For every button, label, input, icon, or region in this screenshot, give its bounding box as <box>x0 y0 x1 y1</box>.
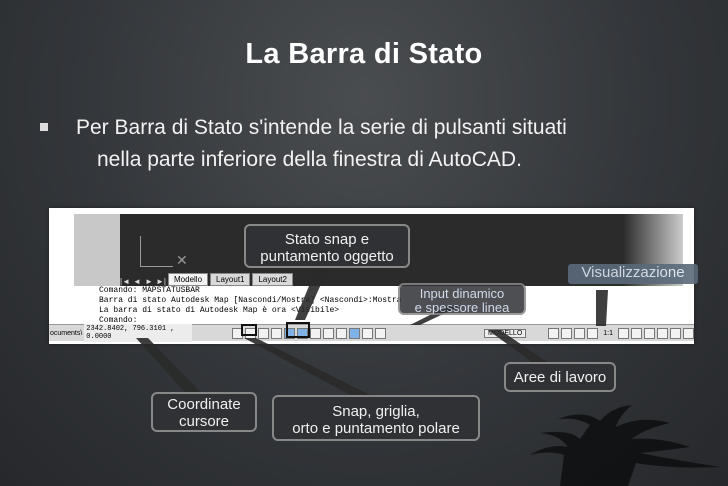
callout-snap-line2: puntamento oggetto <box>260 248 394 265</box>
callout-coords: Coordinate cursore <box>151 392 257 432</box>
callout-grid-line2: orto e puntamento polare <box>292 420 460 437</box>
callout-input-line1: Input dinamico <box>419 286 505 301</box>
bullet-square-icon <box>40 123 48 131</box>
quick-properties-icon[interactable] <box>375 327 387 339</box>
arrow-view <box>596 290 608 326</box>
quick-view-layouts-icon[interactable] <box>548 327 560 339</box>
statusbar-path: ocuments\ <box>50 329 83 337</box>
callout-grid: Snap, griglia, orto e puntamento polare <box>272 395 480 441</box>
callout-snap: Stato snap e puntamento oggetto <box>244 224 410 268</box>
arrow-grid <box>244 338 372 396</box>
grid-highlight-box <box>241 324 257 336</box>
callout-grid-line1: Snap, griglia, <box>332 403 420 420</box>
lock-icon[interactable] <box>644 327 655 339</box>
tab-nav-last[interactable]: ►| <box>156 277 166 286</box>
ucs-x-marker: ✕ <box>176 252 188 268</box>
lineweight-icon[interactable] <box>349 327 361 339</box>
clean-screen-icon[interactable] <box>683 327 694 339</box>
callout-coords-line2: cursore <box>178 413 230 430</box>
command-window[interactable]: Comando: MAPSTATUSBAR Barra di stato Aut… <box>97 286 687 326</box>
workspace-switching-icon[interactable] <box>631 327 642 339</box>
callout-work: Aree di lavoro <box>504 362 616 392</box>
callout-view: Visualizzazione <box>568 264 698 284</box>
tab-nav-first[interactable]: |◄ <box>120 277 130 286</box>
ucs-icon <box>140 236 173 267</box>
annotation-visibility-icon[interactable] <box>618 327 629 339</box>
annotation-scale[interactable]: 1:1 <box>603 329 613 337</box>
layout-tabs: |◄ ◄ ► ►| Modello Layout1 Layout2 <box>120 266 293 286</box>
tab-modello[interactable]: Modello <box>168 273 209 286</box>
tab-nav-next[interactable]: ► <box>145 277 153 286</box>
bullet-text: Per Barra di Stato s'intende la serie di… <box>76 112 696 176</box>
arrow-work <box>488 330 556 368</box>
view-buttons: 1:1 <box>548 327 694 339</box>
pan-icon[interactable] <box>574 327 586 339</box>
callout-coords-line1: Coordinate <box>167 396 241 413</box>
slide-title: La Barra di Stato <box>245 38 483 70</box>
command-line-2: Barra di stato Autodesk Map [Nascondi/Mo… <box>99 296 402 305</box>
dyn-input-icon[interactable] <box>336 327 348 339</box>
cursor-coordinates[interactable]: 2342.8402, 796.3101 , 0.0000 <box>84 324 193 342</box>
tab-nav-prev[interactable]: ◄ <box>133 277 141 286</box>
callout-input: Input dinamico e spessore linea <box>398 283 526 315</box>
torn-edge-left <box>60 214 74 286</box>
otrack-icon[interactable] <box>310 327 322 339</box>
command-line-1: Comando: MAPSTATUSBAR <box>99 286 200 295</box>
tab-layout2[interactable]: Layout2 <box>252 273 293 286</box>
bullet-line-1: Per Barra di Stato s'intende la serie di… <box>76 116 567 139</box>
quick-view-drawings-icon[interactable] <box>561 327 573 339</box>
snap-highlight-box <box>286 322 310 338</box>
drafting-buttons <box>232 327 387 339</box>
bullet-line-2: nella parte inferiore della finestra di … <box>97 148 522 171</box>
arrow-snap <box>295 264 330 320</box>
command-line-3: La barra di stato di Autodesk Map è ora … <box>99 306 340 315</box>
isolate-objects-icon[interactable] <box>670 327 681 339</box>
hardware-acceleration-icon[interactable] <box>657 327 668 339</box>
ducs-icon[interactable] <box>323 327 335 339</box>
tree-silhouette-icon <box>530 405 720 486</box>
arrow-coords <box>136 338 206 398</box>
status-bar: ocuments\ 2342.8402, 796.3101 , 0.0000 M… <box>49 324 694 342</box>
polar-icon[interactable] <box>271 327 283 339</box>
tab-layout1[interactable]: Layout1 <box>210 273 251 286</box>
zoom-icon[interactable] <box>587 327 599 339</box>
callout-snap-line1: Stato snap e <box>284 231 370 248</box>
command-prompt[interactable]: Comando: <box>99 316 138 325</box>
callout-input-line2: e spessore linea <box>414 300 510 315</box>
transparency-icon[interactable] <box>362 327 374 339</box>
ortho-icon[interactable] <box>258 327 270 339</box>
